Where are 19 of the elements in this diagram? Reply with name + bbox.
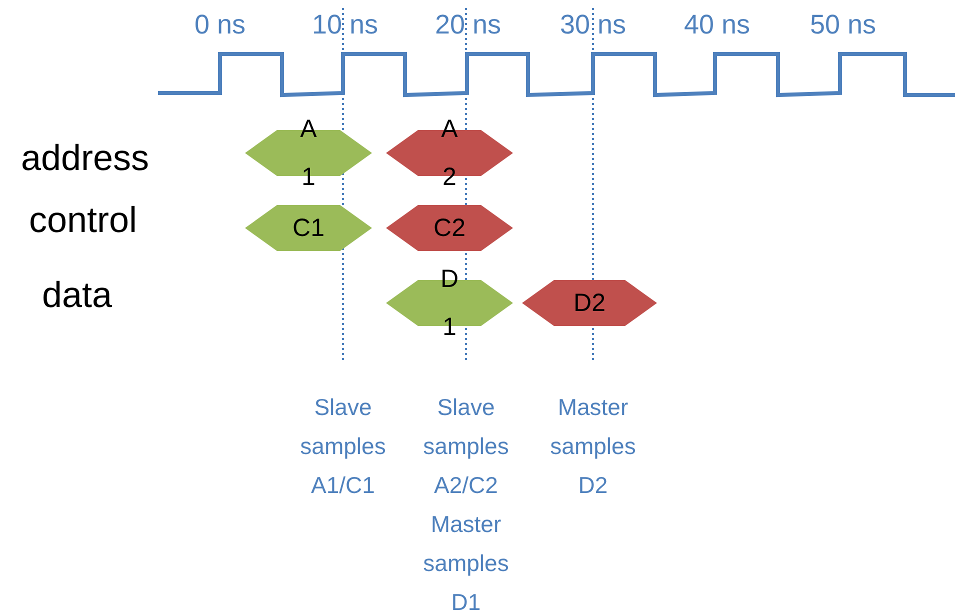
time-label: 10 ns <box>312 10 378 40</box>
bus-value-label: C1 <box>292 213 326 244</box>
bus-value-hexagon <box>386 205 513 251</box>
time-label: 0 ns <box>194 10 246 40</box>
signal-name: control <box>28 199 138 241</box>
time-label: 20 ns <box>434 10 502 40</box>
time-label: 30 ns <box>560 10 626 40</box>
signal-name: address <box>20 137 150 179</box>
bus-value-hexagon <box>245 205 372 251</box>
bus-value-label: C2 <box>432 213 466 244</box>
time-label: 40 ns <box>684 10 750 40</box>
sampling-note: Slave samples A2/C2 <box>422 393 510 500</box>
bus-value-hexagon <box>522 280 657 326</box>
signal-name: data <box>42 274 112 316</box>
sampling-note: Master samples D1 <box>422 510 510 612</box>
bus-value-label: D2 <box>572 288 606 319</box>
sampling-note: Slave samples A1/C1 <box>299 393 387 500</box>
time-label: 50 ns <box>810 10 876 40</box>
sampling-note: Master samples D2 <box>549 393 637 500</box>
